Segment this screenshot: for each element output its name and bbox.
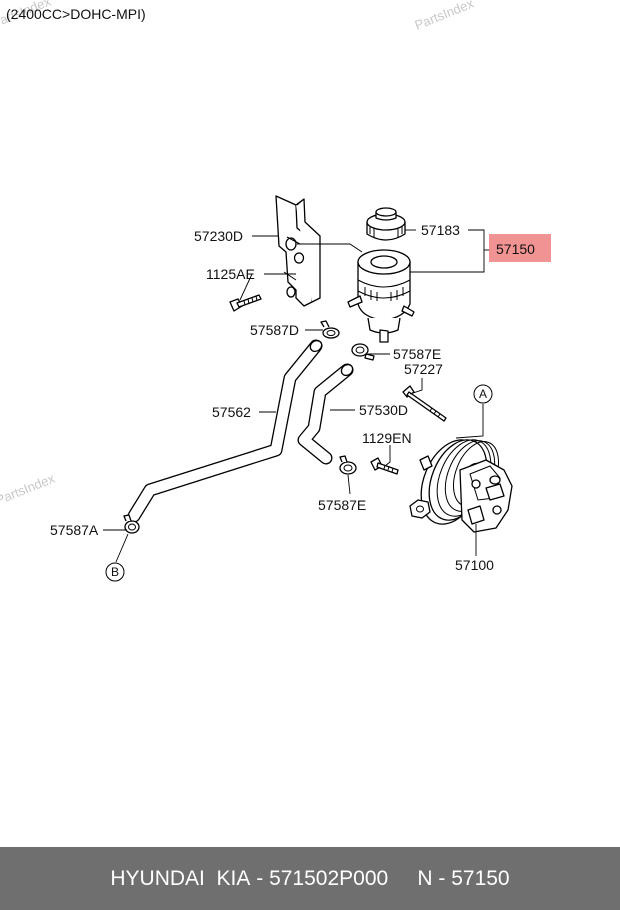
ref-label-b: B	[111, 565, 119, 579]
part-info-footer: HYUNDAI KIA - 571502P000 N - 57150	[0, 847, 620, 910]
bolt-1129en	[370, 457, 399, 475]
callout-57587e-top: 57587E	[393, 346, 441, 362]
parts-diagram: PartsIndex PartsIndex PartsIndex (2400CC…	[0, 0, 551, 582]
watermark: PartsIndex	[413, 0, 477, 33]
ref-circle-b: B	[105, 562, 125, 582]
engine-spec-header: (2400CC>DOHC-MPI)	[6, 6, 146, 22]
pump-57100	[409, 439, 513, 533]
reservoir-57150	[347, 207, 415, 343]
watermark: PartsIndex	[0, 470, 57, 507]
reservoir-cap-57183	[366, 207, 406, 241]
clamp-57587a	[123, 514, 140, 534]
callout-57562: 57562	[212, 404, 251, 420]
callout-1125ae: 1125AE	[206, 266, 255, 282]
callout-57587e-bottom: 57587E	[318, 497, 366, 513]
footer-gap	[388, 867, 417, 891]
hose-57562	[127, 339, 323, 523]
footer-position-label: N	[417, 866, 433, 890]
callout-1129en: 1129EN	[362, 430, 412, 446]
footer-position-number: 57150	[451, 866, 510, 890]
bracket-57230d	[275, 195, 321, 307]
ref-circle-a: A	[473, 384, 493, 404]
clamp-57587e-bottom	[339, 455, 357, 475]
footer-brand: HYUNDAI KIA	[110, 866, 251, 890]
highlight-box	[489, 234, 551, 262]
callout-57587a: 57587A	[50, 522, 99, 538]
callout-57227: 57227	[404, 361, 443, 377]
bolt-57227	[402, 385, 447, 422]
callout-57530d: 57530D	[359, 402, 408, 418]
callout-57150[interactable]: 57150	[496, 241, 535, 257]
footer-separator: -	[250, 866, 270, 890]
footer-part-number: 571502P000	[269, 866, 389, 890]
clamp-57587e-top	[351, 343, 375, 361]
ref-label-a: A	[479, 387, 487, 401]
callout-57183: 57183	[421, 222, 460, 238]
callout-57587d: 57587D	[250, 322, 299, 338]
leader-lines	[103, 229, 490, 563]
callout-57100: 57100	[455, 557, 494, 573]
clamp-57587d	[320, 320, 340, 339]
hose-57530d	[297, 363, 354, 465]
footer-separator: -	[432, 866, 452, 890]
bolt-1125ae	[229, 294, 262, 312]
callout-57230d: 57230D	[194, 228, 243, 244]
